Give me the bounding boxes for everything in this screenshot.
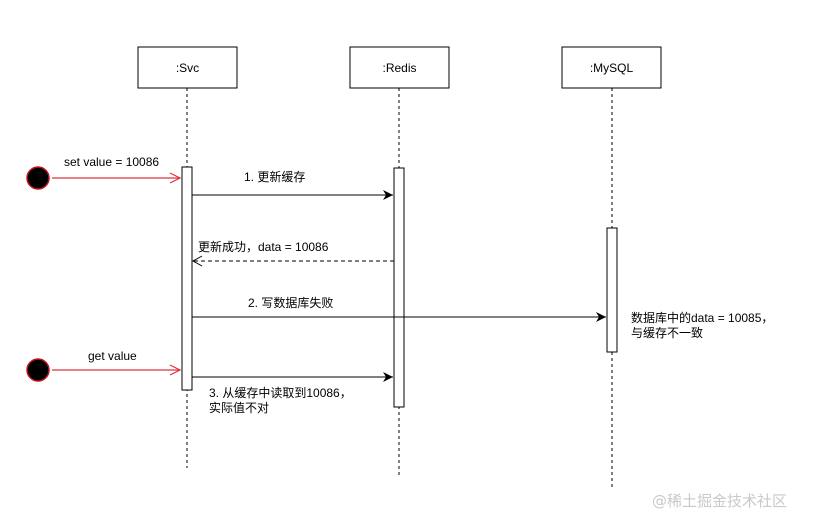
trigger-get-value: get value (26, 349, 182, 382)
participant-redis: :Redis (349, 46, 450, 89)
initial-node-1 (26, 166, 50, 190)
activation-redis (393, 167, 405, 408)
message-update-success-label: 更新成功，data = 10086 (198, 239, 329, 254)
message-write-db-failed: 2. 写数据库失败 (192, 295, 606, 322)
message-read-cache-label-line1: 3. 从缓存中读取到10086， (209, 385, 352, 400)
trigger-get-value-label: get value (88, 349, 137, 363)
trigger-set-value: set value = 10086 (26, 155, 182, 190)
initial-node-2 (26, 358, 50, 382)
mysql-note: 数据库中的data = 10085， 与缓存不一致 (631, 310, 773, 340)
participant-redis-label: :Redis (382, 61, 416, 75)
mysql-note-line2: 与缓存不一致 (631, 326, 703, 340)
message-read-cache-label-line2: 实际值不对 (209, 400, 269, 415)
mysql-note-line1: 数据库中的data = 10085， (631, 310, 773, 325)
participant-mysql-label: :MySQL (590, 61, 634, 75)
message-update-success: 更新成功，data = 10086 (191, 239, 394, 267)
participant-svc-label: :Svc (176, 61, 199, 75)
trigger-set-value-label: set value = 10086 (64, 155, 159, 169)
watermark: @稀土掘金技术社区 (652, 492, 787, 510)
message-update-cache: 1. 更新缓存 (192, 169, 393, 200)
message-read-cache: 3. 从缓存中读取到10086， 实际值不对 (192, 372, 393, 415)
message-update-cache-label: 1. 更新缓存 (244, 169, 305, 184)
activation-mysql (606, 227, 618, 353)
message-write-db-failed-label: 2. 写数据库失败 (248, 295, 333, 310)
activation-svc (181, 166, 193, 391)
participant-svc: :Svc (137, 46, 238, 89)
participant-mysql: :MySQL (561, 46, 662, 89)
